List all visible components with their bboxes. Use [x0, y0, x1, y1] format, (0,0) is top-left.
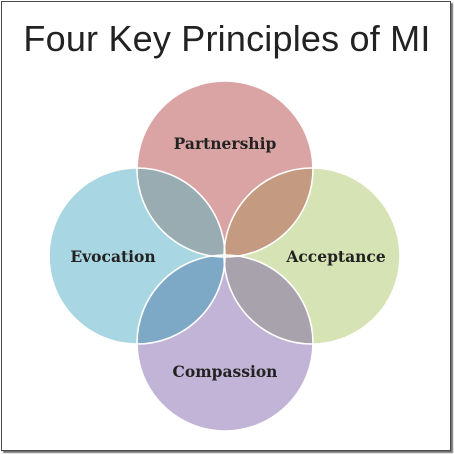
diagram-title: Four Key Principles of MI [23, 18, 431, 59]
circle-outlines [48, 80, 401, 432]
overlap-partnership-evocation [137, 168, 225, 257]
label-compassion: Compassion [173, 362, 278, 381]
label-acceptance: Acceptance [285, 247, 386, 266]
label-partnership: Partnership [174, 134, 277, 153]
overlap-compassion-evocation [137, 255, 225, 344]
label-evocation: Evocation [70, 247, 155, 266]
